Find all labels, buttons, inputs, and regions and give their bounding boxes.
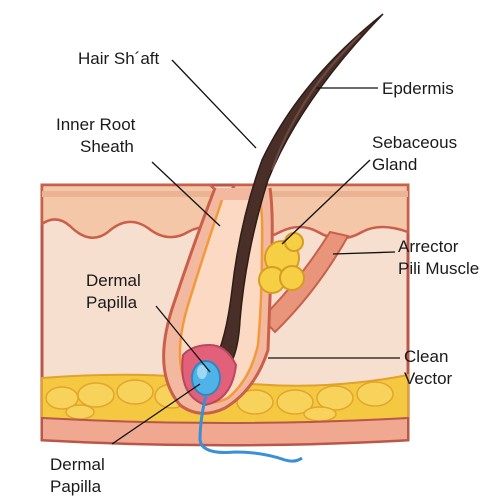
label-clean-vector-2: Vector bbox=[404, 369, 453, 388]
arrector-pili-muscle bbox=[260, 230, 350, 334]
hair-highlight bbox=[271, 34, 361, 171]
leader-inner-root bbox=[151, 161, 221, 227]
label-dermal-bottom-2: Papilla bbox=[50, 477, 102, 496]
leader-dermal-bottom bbox=[111, 383, 201, 445]
label-dermal-mid-2: Papilla bbox=[86, 293, 138, 312]
label-sebaceous-2: Gland bbox=[372, 155, 417, 174]
label-dermal-bottom-1: Dermal bbox=[50, 455, 105, 474]
label-hair-shaft: Hair Sh´aft bbox=[78, 49, 160, 68]
leader-arrector bbox=[332, 251, 396, 255]
label-inner-root-2: Sheath bbox=[80, 137, 134, 156]
lower-band bbox=[41, 416, 409, 446]
label-sebaceous-1: Sebaceous bbox=[372, 133, 457, 152]
label-arrector-1: Arrector bbox=[398, 237, 459, 256]
fat-globules bbox=[45, 379, 394, 422]
label-arrector-2: Pili Muscle bbox=[398, 259, 479, 278]
label-inner-root-1: Inner Root bbox=[56, 115, 136, 134]
label-epidermis: Epdermis bbox=[382, 79, 454, 98]
sebaceous-gland bbox=[258, 232, 305, 294]
papilla-highlight bbox=[197, 365, 207, 379]
label-clean-vector-1: Clean bbox=[404, 347, 448, 366]
leader-dermal-mid bbox=[155, 305, 211, 373]
leader-sebaceous bbox=[281, 159, 371, 245]
leader-lines bbox=[111, 59, 400, 445]
label-dermal-mid-1: Dermal bbox=[86, 271, 141, 290]
nerve-fiber bbox=[198, 394, 303, 463]
leader-hair-shaft bbox=[171, 59, 257, 149]
